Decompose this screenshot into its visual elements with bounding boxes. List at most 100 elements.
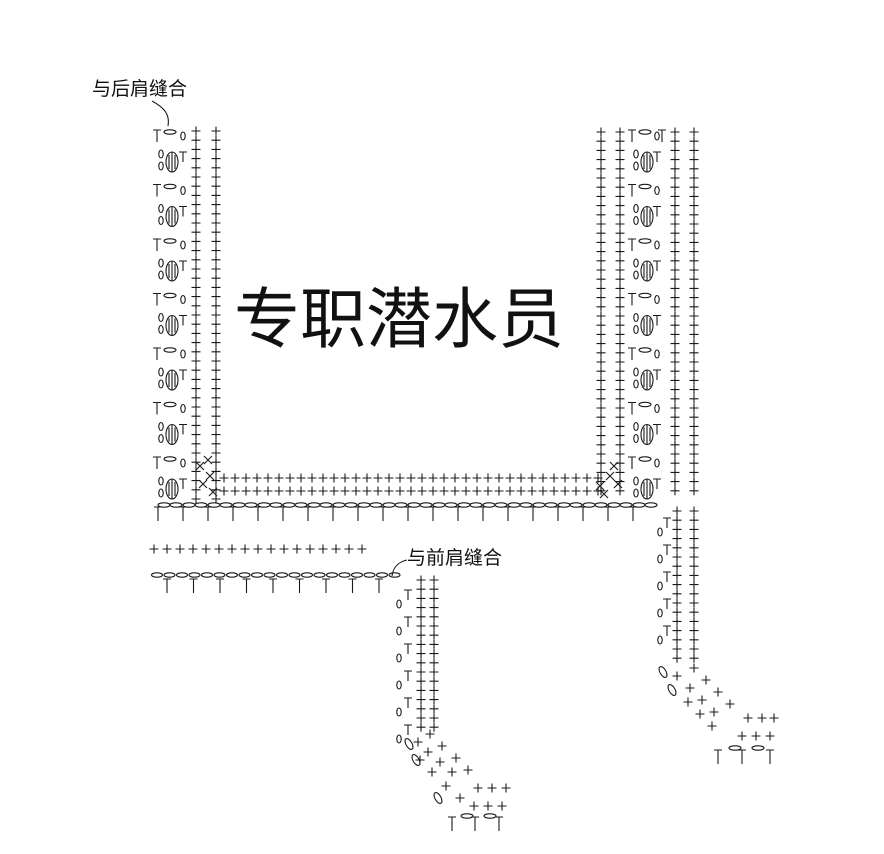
single-crochet-symbol [670,237,680,247]
single-crochet-symbol [689,201,699,211]
single-crochet-symbol [263,486,273,496]
chain-symbol [369,502,383,508]
double-crochet-symbol [628,456,636,469]
single-crochet-symbol [191,365,201,375]
single-crochet-symbol [429,575,439,585]
single-crochet-symbol [689,403,699,413]
single-crochet-symbol [596,440,606,450]
single-crochet-symbol [615,210,625,220]
single-crochet-symbol [596,155,606,165]
single-crochet-symbol [191,209,201,219]
chain-symbol [163,401,177,408]
single-crochet-symbol [450,473,460,483]
chain-symbol [163,183,177,190]
single-crochet-symbol [571,486,581,496]
single-crochet-symbol [227,544,237,554]
single-crochet-symbol [211,420,221,430]
single-crochet-symbol [769,713,779,723]
single-crochet-symbol [211,430,221,440]
single-crochet-symbol [596,449,606,459]
single-crochet-symbol [191,292,201,302]
double-crochet-symbol [714,749,722,764]
chain-symbol [396,653,402,663]
single-crochet-symbol [670,403,680,413]
single-crochet-symbol [469,801,479,811]
single-crochet-symbol [241,473,251,483]
single-crochet-symbol [689,458,699,468]
double-crochet-symbol [153,129,161,142]
single-crochet-symbol [149,544,159,554]
single-crochet-symbol [211,218,221,228]
chain-symbol [163,572,176,578]
single-crochet-symbol [285,486,295,496]
chain-symbol [396,734,402,744]
single-crochet-symbol [425,729,435,739]
single-crochet-symbol [596,247,606,257]
single-crochet-symbol [615,339,625,349]
double-crochet-symbol [663,598,671,609]
single-crochet-symbol [497,801,507,811]
chain-symbol [633,215,639,226]
double-crochet-symbol [354,506,362,521]
single-crochet-symbol [439,473,449,483]
single-crochet-symbol [252,486,262,496]
single-crochet-symbol [211,255,221,265]
single-crochet-symbol [689,164,699,174]
chain-symbol [158,270,164,280]
single-crochet-symbol [211,190,221,200]
single-crochet-symbol [593,473,603,483]
single-crochet-symbol [416,612,426,622]
chain-symbol [338,572,351,578]
chain-symbol [163,292,177,299]
chain-symbol [158,488,164,498]
cluster-lines [643,424,651,445]
chain-symbol [633,161,639,171]
single-crochet-symbol [672,524,682,534]
double-crochet-symbol [653,478,661,489]
single-crochet-symbol [211,135,221,145]
single-crochet-symbol [191,200,201,210]
chain-symbol [158,367,164,377]
single-crochet-symbol [672,515,682,525]
single-crochet-symbol [211,347,221,357]
single-crochet-symbol [689,506,699,516]
single-crochet-symbol [429,704,439,714]
single-crochet-symbol [416,584,426,594]
double-crochet-symbol [404,506,412,521]
chain-symbol [644,502,658,508]
single-crochet-symbol [689,348,699,358]
chain-symbol [633,203,639,214]
chain-symbol [657,581,663,591]
single-crochet-symbol [191,384,201,394]
single-crochet-symbol [307,486,317,496]
single-crochet-symbol [670,486,680,496]
single-crochet-symbol [596,394,606,404]
single-crochet-symbol [615,164,625,174]
single-crochet-symbol [211,448,221,458]
single-crochet-symbol [596,366,606,376]
chain-symbol [667,684,677,696]
double-crochet-symbol [179,506,187,521]
single-crochet-symbol [596,237,606,247]
single-crochet-symbol [406,486,416,496]
single-crochet-symbol [672,607,682,617]
single-crochet-symbol [689,543,699,553]
single-crochet-symbol [416,630,426,640]
cluster-lines [643,315,651,336]
single-crochet-symbol [318,473,328,483]
single-crochet-symbol [318,486,328,496]
single-crochet-symbol [615,265,625,275]
single-crochet-symbol [450,486,460,496]
chain-symbol [194,502,208,508]
single-crochet-symbol [252,473,262,483]
single-crochet-symbol [175,544,185,554]
single-crochet-symbol [615,357,625,367]
single-crochet-symbol [596,339,606,349]
single-crochet-symbol [296,486,306,496]
single-crochet-symbol [596,431,606,441]
single-crochet-symbol [615,155,625,165]
cluster-lines [168,261,176,281]
single-crochet-symbol [429,603,439,613]
single-crochet-symbol [416,649,426,659]
